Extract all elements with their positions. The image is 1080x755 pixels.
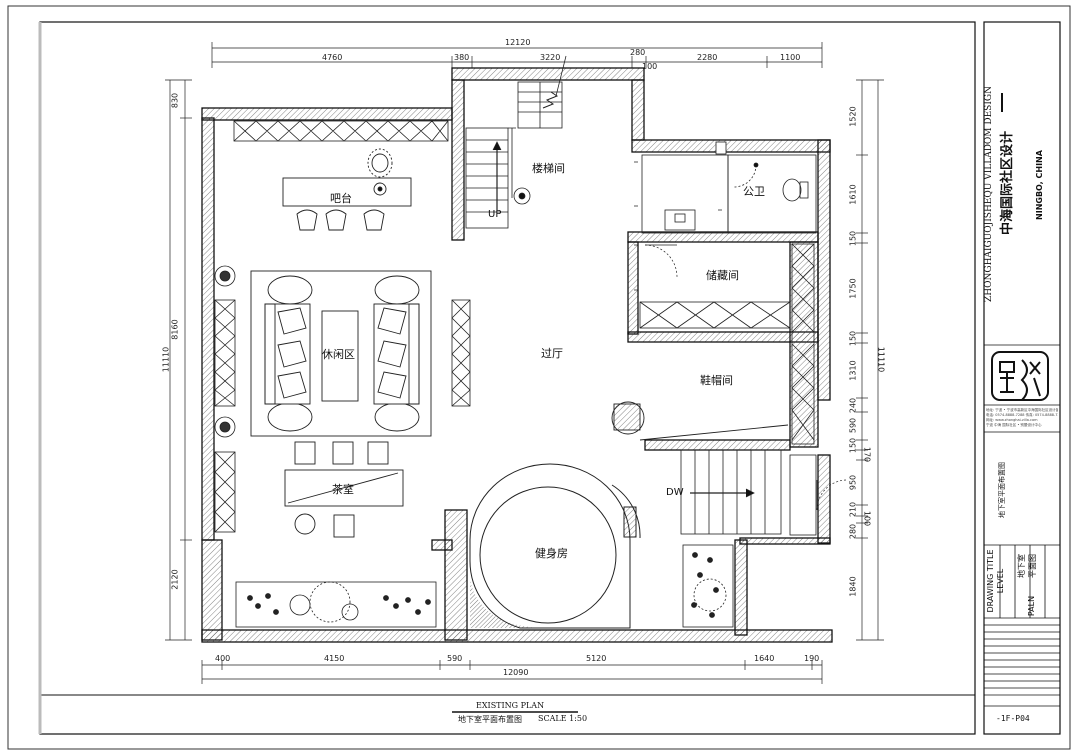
address-line-4: 宁波 中海 国际社区 • 别墅设计中心	[986, 423, 1042, 427]
dim-right-14: 280	[848, 523, 858, 540]
dim-top-5: 2280	[697, 53, 718, 62]
room-label-stairwell: 楼梯间	[532, 162, 565, 175]
dim-top-1: 4760	[322, 53, 343, 62]
paln-value: 平面图	[1028, 554, 1037, 578]
dim-left-1: 830	[170, 92, 180, 109]
plan-title-scale: SCALE 1:50	[538, 714, 588, 723]
seal-logo-icon	[991, 351, 1049, 401]
dim-bottom-6: 190	[804, 654, 820, 663]
title-block-frame	[983, 21, 1061, 735]
stair-up	[465, 55, 567, 229]
company-location: NINGBO, CHINA	[1035, 150, 1044, 220]
dim-left-total: 11110	[161, 346, 171, 373]
dim-right-3: 150	[848, 230, 858, 247]
dim-bottom-5: 1640	[754, 654, 775, 663]
room-label-restroom: 公卫	[743, 185, 765, 198]
dim-bottom-total: 12090	[503, 668, 529, 677]
address-line-2: 电话: 0574-8888-7288 传真: 0574-8888-7288	[986, 413, 1058, 417]
dim-right-2: 1610	[848, 184, 858, 205]
room-label-storage: 储藏间	[706, 269, 739, 282]
toilet-icon	[782, 178, 802, 202]
door-swing-icon	[644, 244, 848, 511]
right-shelves	[639, 243, 815, 445]
left-shelves	[214, 299, 471, 533]
dim-top-4: 280	[630, 48, 646, 57]
level-label: LEVEL	[996, 568, 1005, 594]
room-label-gym: 健身房	[535, 547, 568, 560]
bottom-dimension-lines	[201, 660, 823, 684]
company-name-cn: 中海国际社区设计	[1000, 131, 1015, 236]
address-line-3: 网址: www.zhonghai-villa.com	[986, 418, 1038, 422]
paln-label: PALN	[1027, 595, 1036, 617]
planter-box	[235, 544, 734, 628]
stair-down-label: DW	[666, 487, 684, 498]
address-line-1: 地址: 宁波 • 宁波市高新区中海国际社区设计部	[986, 408, 1058, 412]
gym-room	[469, 463, 641, 629]
stair-down	[680, 449, 817, 536]
dim-bottom-2: 4150	[324, 654, 345, 663]
dim-right-1: 1520	[848, 106, 858, 127]
stair-arrow-icon	[745, 488, 755, 498]
dim-right-13: 100	[862, 510, 872, 527]
dim-right-4: 1750	[848, 278, 858, 299]
dim-right-10: 170	[862, 446, 872, 463]
room-label-bar: 吧台	[330, 192, 352, 205]
sink-icon	[674, 213, 686, 223]
restroom	[634, 141, 817, 291]
left-dimension-lines	[165, 79, 192, 641]
bar-counter	[282, 148, 412, 231]
plan-title-existing: EXISTING PLAN	[476, 701, 545, 710]
room-label-hall: 过厅	[541, 347, 563, 360]
room-label-tea-room: 茶室	[332, 483, 354, 496]
dim-right-6: 1310	[848, 360, 858, 381]
dim-bottom-1: 400	[215, 654, 231, 663]
dim-bottom-3: 590	[447, 654, 463, 663]
plant-icon	[214, 265, 236, 438]
dim-left-2: 8160	[170, 319, 180, 340]
dim-top-3: 3220	[540, 53, 561, 62]
dim-right-total: 11110	[876, 346, 886, 373]
dim-top-small: 100	[642, 62, 658, 71]
plan-title-name: 地下室平面布置图	[458, 715, 522, 724]
round-column	[611, 401, 789, 441]
sheet-number: -1F-P04	[996, 714, 1030, 723]
drawing-title-value: 地下室平面布置图	[998, 462, 1006, 518]
stair-arrow-icon	[492, 141, 502, 151]
dim-left-3: 2120	[170, 569, 180, 590]
lounge-area	[250, 270, 432, 437]
tea-table	[284, 441, 404, 538]
dim-right-11: 950	[848, 474, 858, 491]
dim-right-5: 150	[848, 330, 858, 347]
dim-right-9: 150	[848, 437, 858, 454]
company-name-en: ZHONGHAIGUOJISHEQU VILLADOM DESIGN	[984, 86, 994, 302]
dim-right-15: 1840	[848, 576, 858, 597]
dim-bottom-4: 5120	[586, 654, 607, 663]
top-shelf	[233, 120, 449, 142]
right-dimension-lines	[856, 79, 884, 641]
stair-up-label: UP	[488, 209, 502, 220]
dim-top-2: 380	[454, 53, 470, 62]
room-label-lounge: 休闲区	[322, 348, 355, 361]
dim-top-6: 1100	[780, 53, 801, 62]
top-dimension-lines	[211, 42, 823, 68]
room-label-cloakroom: 鞋帽间	[700, 374, 733, 387]
dim-top-total: 12120	[505, 38, 531, 47]
title-block-lines	[984, 93, 1060, 707]
